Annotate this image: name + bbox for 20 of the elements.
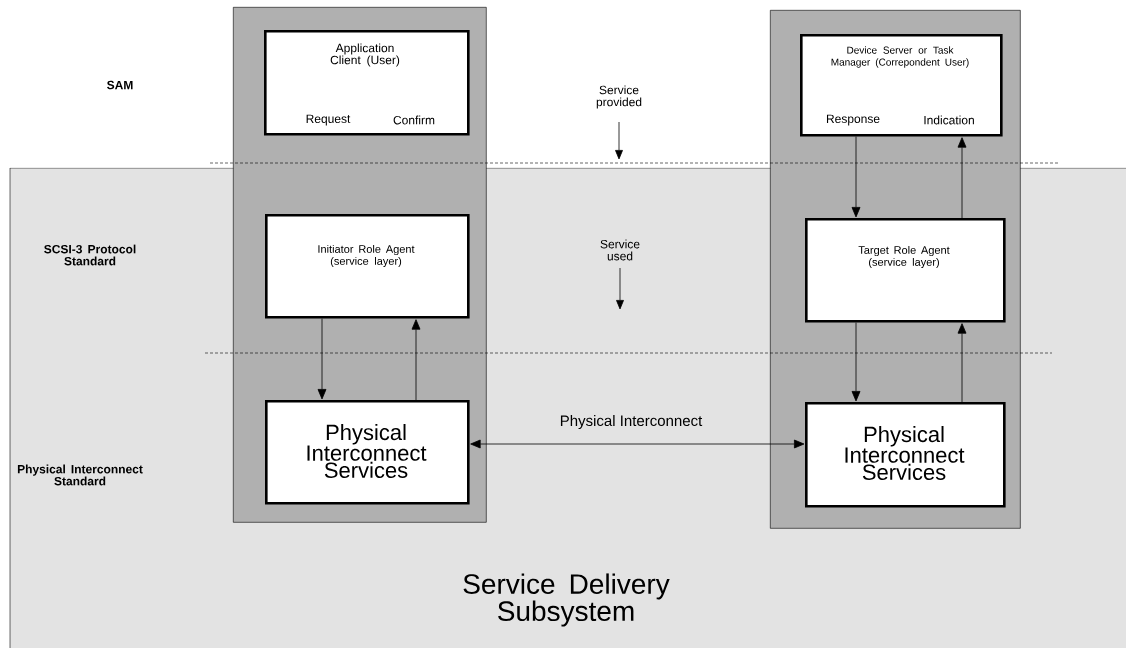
band-title: Service Delivery Subsystem [463, 573, 670, 627]
layer-box: Application Client (User) Request Confirm [264, 30, 470, 136]
arrow [957, 137, 967, 219]
arrow [851, 136, 861, 218]
layer-box: Physical Interconnect Services [805, 402, 1006, 508]
layer-label: SCSI-3 Protocol Standard [44, 244, 136, 266]
arrow [957, 323, 967, 403]
layer-box: Initiator Role Agent (service layer) [265, 214, 470, 319]
layer-box: Device Server or Task Manager (Correpondent User) Response Indication [800, 34, 1003, 137]
layer-label: Physical Interconnect Standard [17, 464, 143, 486]
arrow [470, 439, 805, 449]
arrow [411, 319, 421, 401]
arrow [851, 322, 861, 402]
arrow-caption: Service provided [596, 85, 642, 109]
arrow-caption: Service used [600, 239, 640, 261]
layer-box: Physical Interconnect Services [265, 400, 470, 505]
edge-label: Physical Interconnect [560, 415, 703, 429]
layer-box: Target Role Agent (service layer) [805, 218, 1006, 323]
arrow [317, 318, 327, 400]
layer-label: SAM [107, 80, 133, 90]
